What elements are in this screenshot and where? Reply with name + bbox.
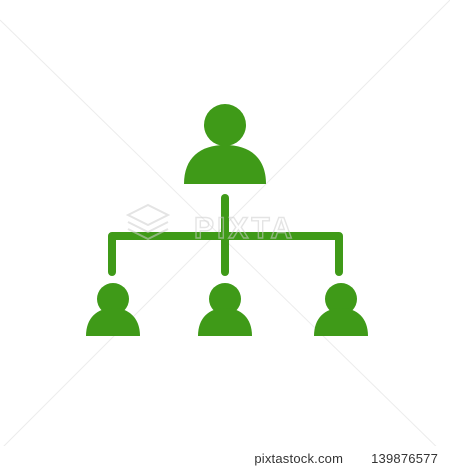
footer-credit: pixtastock.com 139876577 — [254, 451, 438, 466]
footer-image-number: 139876577 — [371, 451, 438, 466]
bottom-middle-person-icon — [198, 283, 252, 336]
bottom-right-person-icon — [314, 283, 368, 336]
footer-site: pixtastock.com — [254, 451, 344, 466]
bottom-left-person-icon — [86, 283, 140, 336]
watermark-text: PIXTA — [194, 212, 295, 245]
pixta-watermark: PIXTA — [125, 203, 295, 246]
org-chart-hierarchy-icon — [86, 104, 368, 336]
pixta-logo-mark-icon — [125, 203, 171, 241]
top-person-icon — [184, 104, 266, 184]
footer-bar: pixtastock.com 139876577 — [0, 446, 450, 469]
connector-lines — [108, 194, 343, 276]
